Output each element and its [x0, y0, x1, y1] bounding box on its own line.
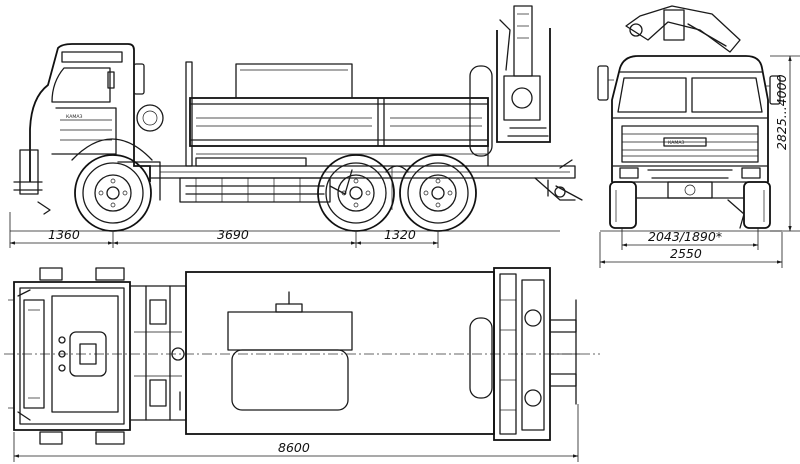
dim-overall-width: 2550: [670, 246, 702, 261]
dim-height: 2825...4000: [774, 74, 789, 150]
top-chassis: [129, 285, 187, 421]
front-badge: КАМАЗ: [668, 140, 685, 146]
top-dimensions: 8600: [13, 404, 579, 462]
top-view: [4, 267, 600, 445]
front-view: КАМАЗ: [597, 5, 782, 232]
dim-track: 2043/1890*: [648, 229, 722, 244]
side-crane: [469, 5, 551, 157]
side-badge: КАМАЗ: [66, 114, 83, 120]
side-cab: КАМАЗ: [13, 43, 164, 215]
front-dimensions: 2043/1890* 2550 2825...4000: [599, 55, 800, 268]
dim-wheelbase-rear: 1320: [384, 227, 416, 242]
dim-front-overhang: 1360: [48, 227, 80, 242]
top-cab: [8, 267, 131, 445]
side-chassis: [149, 157, 583, 203]
side-cargo-body: [185, 61, 489, 167]
side-dimensions: 1360 3690 1320: [9, 212, 439, 248]
dim-wheelbase-front: 3690: [217, 227, 249, 242]
side-view: КАМАЗ: [10, 5, 583, 232]
dim-overall-length: 8600: [278, 440, 310, 455]
front-wheel: [74, 154, 152, 232]
top-cargo-body: [179, 271, 495, 435]
top-crane: [493, 267, 580, 441]
